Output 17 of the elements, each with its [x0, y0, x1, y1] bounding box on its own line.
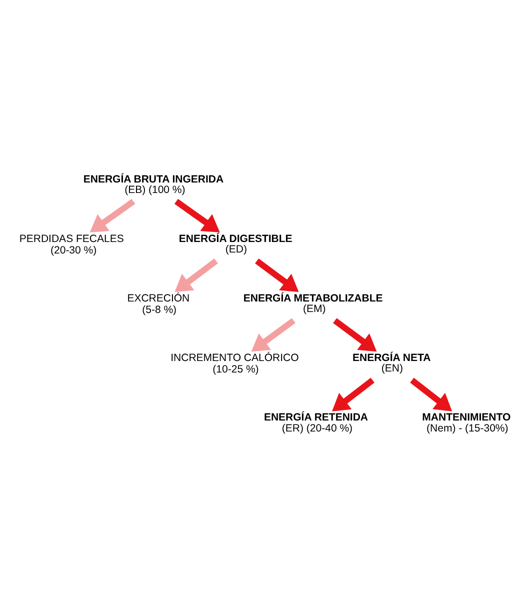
node-text: ENERGÍA RETENIDA (ER) (20-40 %) [264, 411, 368, 434]
arrow [332, 377, 374, 411]
node-text: ENERGÍA BRUTA INGERIDA (EB) (100 %) [83, 172, 224, 196]
node-text: PERDIDAS FECALES (20-30 %) [19, 232, 124, 256]
arrow [90, 198, 136, 232]
node-text: ENERGÍA DIGESTIBLE (ED) [178, 232, 292, 255]
node-text: MANTENIMIENTO (Nem) - (15-30%) [422, 411, 511, 434]
node-text: EXCRECIÓN (5-8 %) [127, 292, 190, 316]
node-text: ENERGÍA METABOLIZABLE (EM) [243, 292, 383, 315]
arrow [333, 318, 377, 352]
node-text: INCREMENTO CALÓRICO (10-25 %) [170, 352, 299, 376]
arrow [251, 318, 296, 352]
arrow [410, 377, 452, 411]
arrow [255, 258, 299, 292]
arrow [174, 198, 220, 232]
arrow [174, 258, 218, 292]
node-text: ENERGÍA NETA (EN) [352, 352, 431, 374]
